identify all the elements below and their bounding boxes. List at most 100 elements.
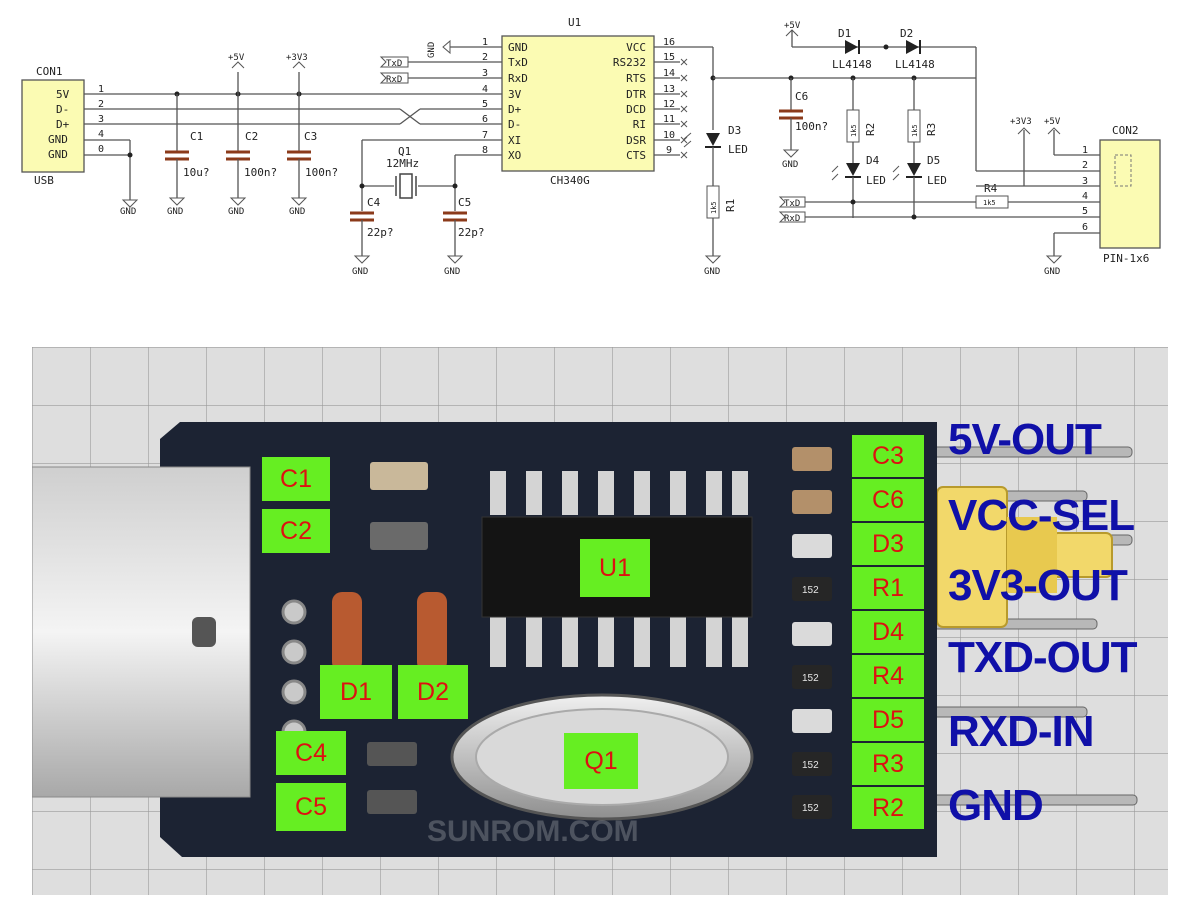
svg-text:100n?: 100n?	[305, 166, 338, 179]
svg-text:1k5: 1k5	[850, 124, 858, 137]
svg-text:XO: XO	[508, 149, 521, 162]
label-d3: D3	[852, 523, 924, 565]
label-d1: D1	[320, 665, 392, 719]
svg-text:5: 5	[482, 99, 488, 110]
led-d3: D3 LED	[683, 124, 748, 186]
svg-text:GND: GND	[352, 267, 368, 277]
svg-text:LL4148: LL4148	[895, 58, 935, 71]
svg-text:R1: R1	[724, 199, 737, 212]
pin-label-gnd: GND	[948, 781, 1044, 830]
svg-text:RS232: RS232	[613, 56, 646, 69]
schematic-diagram: CON1 USB 5V D- D+ GND GND 1 2 3 4 0 GND	[21, 16, 1161, 277]
label-u1: U1	[580, 539, 650, 597]
svg-text:GND: GND	[120, 207, 136, 217]
svg-text:D+: D+	[508, 103, 522, 116]
svg-text:1k5: 1k5	[983, 199, 996, 207]
cap-c5: C5 22p? GND	[443, 196, 485, 277]
svg-text:D-: D-	[508, 118, 521, 131]
svg-text:D5: D5	[927, 154, 940, 167]
svg-text:CTS: CTS	[626, 149, 646, 162]
label-c1: C1	[262, 457, 330, 501]
svg-text:D4: D4	[866, 154, 880, 167]
svg-text:1k5: 1k5	[911, 124, 919, 137]
svg-text:100n?: 100n?	[244, 166, 277, 179]
label-d4: D4	[852, 611, 924, 653]
txd-rxd-right: TxD RxD 1k5 R4	[778, 182, 1100, 224]
svg-text:TxD: TxD	[386, 59, 402, 69]
svg-text:5V: 5V	[56, 88, 70, 101]
svg-text:R2: R2	[864, 123, 877, 136]
svg-text:1: 1	[1082, 145, 1088, 156]
svg-text:+3V3: +3V3	[1010, 117, 1032, 127]
label-c4: C4	[276, 731, 346, 775]
svg-text:C4: C4	[367, 196, 381, 209]
smd-code-r2: 152	[802, 803, 819, 814]
svg-text:+5V: +5V	[1044, 117, 1061, 127]
svg-text:GND: GND	[48, 133, 68, 146]
svg-text:RTS: RTS	[626, 72, 646, 85]
svg-text:GND: GND	[782, 160, 798, 170]
svg-text:0: 0	[98, 144, 104, 155]
svg-text:GND: GND	[704, 267, 720, 277]
svg-text:RxD: RxD	[784, 214, 800, 224]
svg-text:D2: D2	[900, 27, 913, 40]
svg-text:GND: GND	[444, 267, 460, 277]
svg-text:2: 2	[482, 52, 488, 63]
svg-text:4: 4	[482, 84, 488, 95]
cap-c1: C1 10u? GND	[165, 91, 210, 217]
cap-c6: C6 100n? GND	[779, 78, 828, 170]
svg-text:DTR: DTR	[626, 88, 646, 101]
pin-label-vcc-sel: VCC-SEL	[948, 491, 1135, 540]
cap-c4: C4 22p? GND	[350, 196, 394, 277]
smd-code-r1: 152	[802, 585, 819, 596]
svg-text:RxD: RxD	[386, 75, 402, 85]
pin-label-5v-out: 5V-OUT	[948, 415, 1102, 464]
diode-d1-d2: +5V D1 LL4148 D2 LL4148	[784, 21, 976, 71]
svg-text:3: 3	[1082, 176, 1088, 187]
svg-text:1: 1	[482, 37, 488, 48]
jumper-cap	[936, 486, 1113, 628]
con2-ref: CON2	[1112, 124, 1139, 137]
svg-text:GND: GND	[1044, 267, 1060, 277]
label-r2: R2	[852, 787, 924, 829]
svg-text:+5V: +5V	[784, 21, 801, 31]
u1-name: CH340G	[550, 174, 590, 187]
svg-text:VCC: VCC	[626, 41, 646, 54]
svg-text:100n?: 100n?	[795, 120, 828, 133]
con1-ref: CON1	[36, 65, 63, 78]
svg-text:9: 9	[666, 145, 672, 156]
svg-text:D-: D-	[56, 103, 69, 116]
svg-text:22p?: 22p?	[458, 226, 485, 239]
con1-wires: GND	[84, 93, 478, 217]
svg-text:8: 8	[482, 145, 488, 156]
resistor-r2-led-d4: 1k5 R2 D4 LED	[831, 78, 886, 218]
board-photo: 152 152 152 152 C1 C2 D1 D2 C4 C5 U1 Q1 …	[32, 347, 1168, 895]
label-c6: C6	[852, 479, 924, 521]
svg-text:LL4148: LL4148	[832, 58, 872, 71]
svg-text:D+: D+	[56, 118, 70, 131]
svg-text:4: 4	[1082, 191, 1088, 202]
svg-text:22p?: 22p?	[367, 226, 394, 239]
svg-text:C3: C3	[304, 130, 317, 143]
svg-text:12MHz: 12MHz	[386, 157, 419, 170]
svg-text:LED: LED	[927, 174, 947, 187]
svg-text:5: 5	[1082, 206, 1088, 217]
label-c2: C2	[262, 509, 330, 553]
svg-text:DSR: DSR	[626, 134, 646, 147]
crystal-q1: Q1 12MHz	[359, 139, 478, 211]
u1-ref: U1	[568, 16, 581, 29]
svg-text:R3: R3	[925, 123, 938, 136]
u1-left-pins: 1 2 3 4 5 6 7 8 GND TxD RxD 3V D+ D- XI …	[478, 37, 528, 162]
watermark: SUNROM.COM	[427, 815, 639, 848]
svg-text:LED: LED	[866, 174, 886, 187]
label-c3: C3	[852, 435, 924, 477]
svg-text:D3: D3	[728, 124, 741, 137]
svg-text:15: 15	[663, 52, 675, 63]
svg-text:6: 6	[482, 114, 488, 125]
svg-text:D1: D1	[838, 27, 851, 40]
pin-label-3v3-out: 3V3-OUT	[948, 561, 1128, 610]
con1-usb-connector: CON1 USB 5V D- D+ GND GND 1 2 3 4 0	[21, 65, 104, 187]
svg-text:2: 2	[1082, 160, 1088, 171]
con2-name: PIN-1x6	[1103, 252, 1149, 265]
svg-text:10: 10	[663, 130, 675, 141]
